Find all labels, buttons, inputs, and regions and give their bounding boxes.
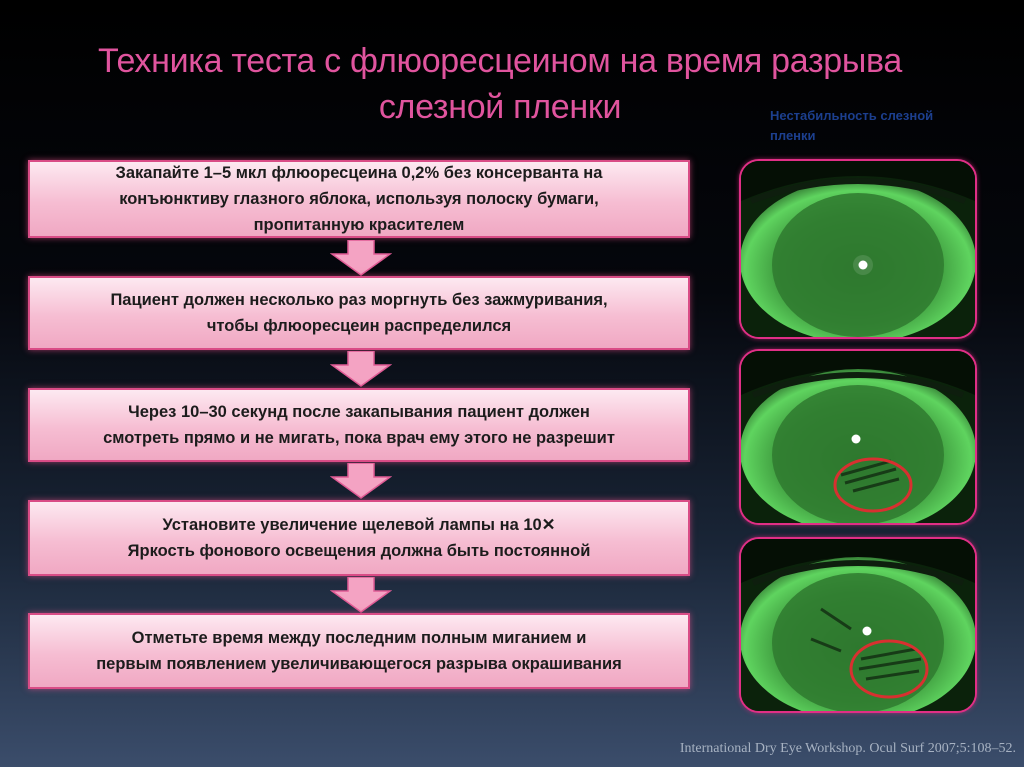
breakup-marker-ring	[833, 457, 913, 513]
step-3-box: Через 10–30 секунд после закапывания пац…	[28, 388, 690, 462]
breakup-marker-ring	[849, 639, 929, 699]
step-1-line-1: Закапайте 1–5 мкл флюоресцеина 0,2% без …	[115, 164, 603, 182]
step-4-box: Установите увеличение щелевой лампы на 1…	[28, 500, 690, 576]
step-2-line-1: Пациент должен несколько раз моргнуть бе…	[110, 291, 608, 309]
step-3-line-2: смотреть прямо и не мигать, пока врач ем…	[103, 429, 615, 447]
tear-film-breakup-photo	[739, 349, 977, 525]
source-citation: International Dry Eye Workshop. Ocul Sur…	[679, 741, 1016, 756]
step-5-box: Отметьте время между последним полным ми…	[28, 613, 690, 689]
slide-title-line-2: слезной пленки	[378, 88, 622, 126]
step-1-box: Закапайте 1–5 мкл флюоресцеина 0,2% без …	[28, 160, 690, 238]
step-5-line-1: Отметьте время между последним полным ми…	[131, 629, 587, 647]
step-1-line-3: пропитанную красителем	[253, 216, 465, 234]
step-4-line-2: Яркость фонового освещения должна быть п…	[127, 542, 591, 560]
down-arrow-icon	[330, 240, 392, 276]
step-4-line-1: Установите увеличение щелевой лампы на 1…	[162, 516, 556, 534]
stable-tear-film-photo	[739, 159, 977, 339]
step-2-box: Пациент должен несколько раз моргнуть бе…	[28, 276, 690, 350]
step-5-line-2: первым появлением увеличивающегося разры…	[96, 655, 622, 673]
step-2-line-2: чтобы флюоресцеин распределился	[206, 317, 512, 335]
slide-title: Техника теста с флюоресцеином на время р…	[0, 38, 1000, 130]
down-arrow-icon	[330, 463, 392, 499]
slide-title-line-1: Техника теста с флюоресцеином на время р…	[97, 42, 903, 80]
enlarging-breakup-photo	[739, 537, 977, 713]
step-1-line-2: конъюнктиву глазного яблока, используя п…	[119, 190, 599, 208]
step-3-line-1: Через 10–30 секунд после закапывания пац…	[128, 403, 590, 421]
down-arrow-icon	[330, 351, 392, 387]
eye-photos-caption: Нестабильность слезной пленки	[770, 108, 934, 143]
down-arrow-icon	[330, 577, 392, 613]
